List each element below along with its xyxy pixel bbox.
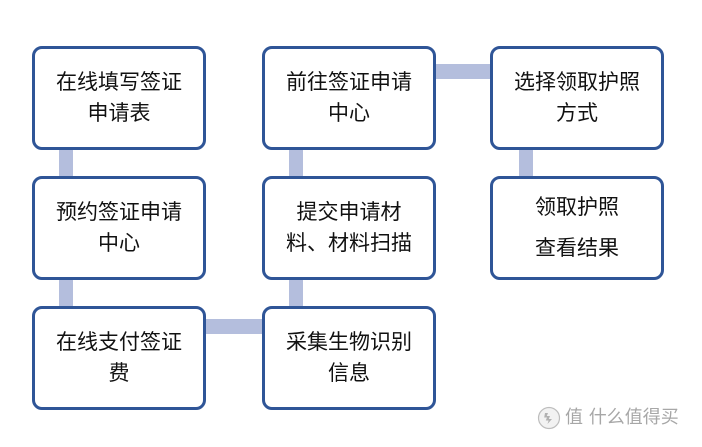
step-fill-online-application: 在线填写签证 申请表: [32, 46, 206, 150]
connector-go-center-to-choose-pickup: [435, 64, 490, 79]
smzdm-logo-icon: [537, 406, 561, 430]
connector-choose-pickup-to-pickup-result: [519, 150, 533, 178]
connector-book-center-to-pay-fee: [59, 280, 73, 308]
step-choose-pickup-method: 选择领取护照 方式: [490, 46, 664, 150]
step-collect-biometrics-line-1: 采集生物识别: [286, 330, 412, 354]
step-go-to-application-center-line-2: 中心: [328, 101, 370, 125]
step-pickup-and-check-result: 领取护照 查看结果: [490, 176, 664, 280]
connector-pay-fee-to-biometrics: [205, 319, 264, 334]
step-collect-biometrics-line-2: 信息: [328, 361, 370, 385]
step-submit-materials-line-1: 提交申请材: [296, 200, 402, 224]
connector-biometrics-to-submit-materials: [289, 280, 303, 308]
watermark-text: 值 什么值得买: [565, 407, 679, 428]
step-choose-pickup-method-line-2: 方式: [556, 101, 598, 125]
step-submit-materials: 提交申请材 料、材料扫描: [262, 176, 436, 280]
step-book-application-center-line-1: 预约签证申请: [56, 200, 182, 224]
step-pay-visa-fee-line-2: 费: [108, 361, 130, 385]
step-pay-visa-fee-line-1: 在线支付签证: [56, 330, 182, 354]
step-pickup-and-check-result-line-1: 领取护照: [535, 195, 619, 219]
step-pickup-and-check-result-line-2: 查看结果: [535, 236, 619, 260]
step-pay-visa-fee: 在线支付签证 费: [32, 306, 206, 410]
step-go-to-application-center: 前往签证申请 中心: [262, 46, 436, 150]
step-fill-online-application-line-2: 申请表: [87, 101, 151, 125]
step-collect-biometrics: 采集生物识别 信息: [262, 306, 436, 410]
step-book-application-center: 预约签证申请 中心: [32, 176, 206, 280]
watermark: 值 什么值得买: [537, 402, 699, 434]
step-submit-materials-line-2: 料、材料扫描: [286, 231, 412, 255]
step-fill-online-application-line-1: 在线填写签证: [56, 70, 182, 94]
step-go-to-application-center-line-1: 前往签证申请: [286, 70, 412, 94]
step-choose-pickup-method-line-1: 选择领取护照: [514, 70, 640, 94]
step-book-application-center-line-2: 中心: [98, 231, 140, 255]
connector-submit-materials-to-go-center: [289, 150, 303, 178]
connector-fill-online-to-book-center: [59, 150, 73, 178]
